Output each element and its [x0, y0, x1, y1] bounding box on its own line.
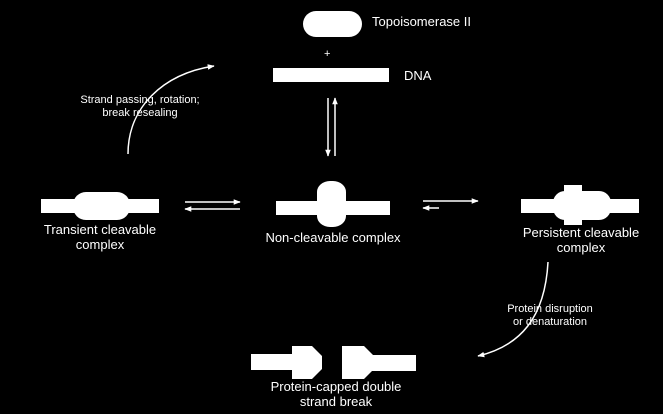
- dna-label: DNA: [404, 68, 432, 83]
- plus-sign: +: [324, 48, 331, 60]
- protein-capped-break-label-line1: Protein-capped double: [270, 379, 402, 394]
- noncleavable-complex-label: Non-cleavable complex: [265, 230, 401, 245]
- transient-cleavable-complex-shape: [41, 192, 159, 220]
- transient-complex-label: Transient cleavable complex: [28, 222, 172, 253]
- noncleavable-complex-shape: [276, 181, 390, 227]
- disruption-curved-arrow: [477, 261, 549, 358]
- transient-complex-label-line1: Transient cleavable: [43, 222, 157, 237]
- strand-passing-curved-arrow: [127, 64, 215, 155]
- protein-capped-break-right-shape: [342, 346, 416, 379]
- topoisomerase-label: Topoisomerase II: [372, 14, 471, 29]
- transient-complex-label-line2: complex: [75, 236, 125, 252]
- persistent-complex-label-line2: complex: [556, 239, 606, 255]
- disruption-label: Protein disruption or denaturation: [490, 303, 610, 328]
- strand-passing-label: Strand passing, rotation; break resealin…: [70, 94, 210, 119]
- strand-passing-label-line1: Strand passing, rotation;: [80, 94, 200, 106]
- disruption-label-line2: or denaturation: [513, 315, 587, 328]
- disruption-label-line1: Protein disruption: [507, 303, 593, 315]
- protein-capped-break-label-line2: strand break: [299, 393, 373, 409]
- topoisomerase-enzyme-shape: [303, 11, 362, 37]
- protein-capped-break-left-shape: [251, 346, 322, 379]
- strand-passing-label-line2: break resealing: [102, 106, 178, 119]
- dna-bar-shape: [273, 68, 389, 82]
- protein-capped-break-label: Protein-capped double strand break: [246, 379, 426, 410]
- persistent-cleavable-complex-shape: [521, 185, 639, 225]
- persistent-complex-label-line1: Persistent cleavable: [522, 225, 640, 240]
- persistent-complex-label: Persistent cleavable complex: [506, 225, 656, 256]
